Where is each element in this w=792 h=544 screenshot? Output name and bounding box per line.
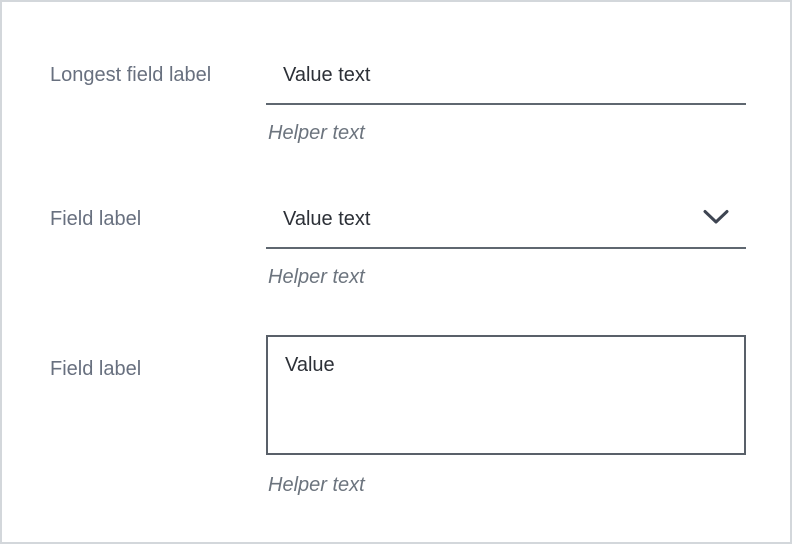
field-row-select: Field label Helper text [50, 205, 746, 291]
helper-text: Helper text [268, 474, 365, 496]
field-label: Longest field label [50, 64, 212, 86]
field-label: Field label [50, 358, 142, 380]
field-row-textarea: Field label Value Helper text [50, 335, 746, 499]
text-input-control [266, 61, 746, 105]
textarea-input[interactable]: Value [266, 335, 746, 455]
field-column: Helper text [266, 205, 746, 291]
chevron-down-icon[interactable] [703, 209, 729, 225]
select-control[interactable] [266, 205, 746, 249]
field-column: Helper text [266, 61, 746, 147]
field-row-text: Longest field label Helper text [50, 61, 746, 147]
field-label: Field label [50, 208, 142, 230]
select-input[interactable] [266, 205, 746, 233]
helper-text: Helper text [268, 266, 365, 288]
text-input[interactable] [266, 61, 746, 89]
helper-text: Helper text [268, 122, 365, 144]
field-column: Value Helper text [266, 335, 746, 499]
